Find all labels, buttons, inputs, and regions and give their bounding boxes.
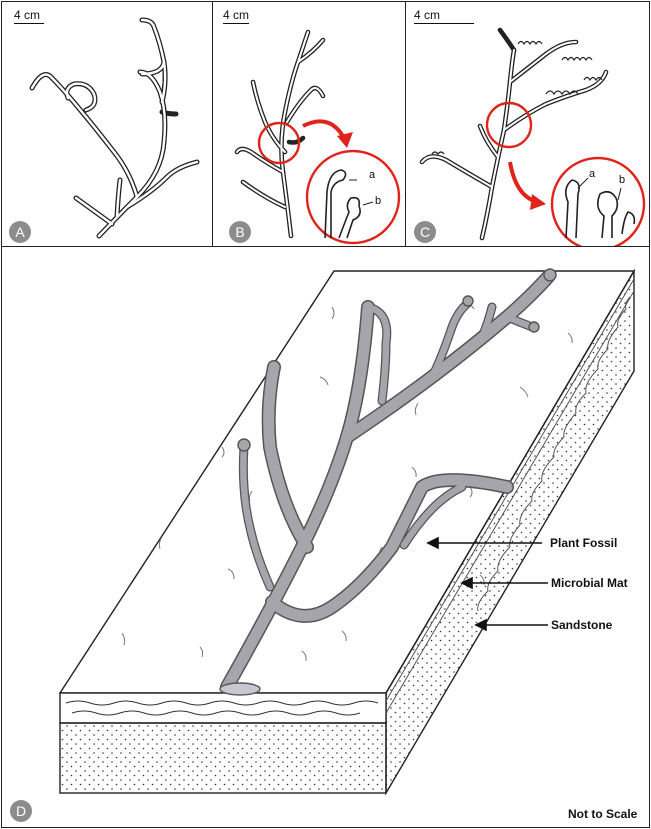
callout-a-b: a xyxy=(369,169,375,181)
front-microbial-mat xyxy=(60,693,386,723)
callout-b-c: b xyxy=(619,174,625,186)
label-sandstone: Sandstone xyxy=(551,618,612,632)
panel-label-c: C xyxy=(414,221,436,243)
panel-d: Plant Fossil Microbial Mat Sandstone Not… xyxy=(1,246,650,828)
front-sandstone xyxy=(60,723,386,793)
panel-label-b: B xyxy=(229,221,251,243)
fossil-drawing-c xyxy=(406,2,651,248)
callout-a-c: a xyxy=(589,168,595,180)
panel-label-d: D xyxy=(10,800,32,822)
panel-label-a: A xyxy=(9,221,31,243)
callout-b-b: b xyxy=(375,195,381,207)
not-to-scale-note: Not to Scale xyxy=(568,807,637,821)
fossil-drawing-b xyxy=(213,2,407,248)
fossil-drawing-a xyxy=(2,2,214,248)
panel-a: 4 cm A xyxy=(1,1,213,247)
label-microbial-mat: Microbial Mat xyxy=(551,576,628,590)
panel-b: 4 cm a b B xyxy=(212,1,406,247)
panel-c: 4 cm xyxy=(405,1,650,247)
label-plant-fossil: Plant Fossil xyxy=(550,536,617,550)
